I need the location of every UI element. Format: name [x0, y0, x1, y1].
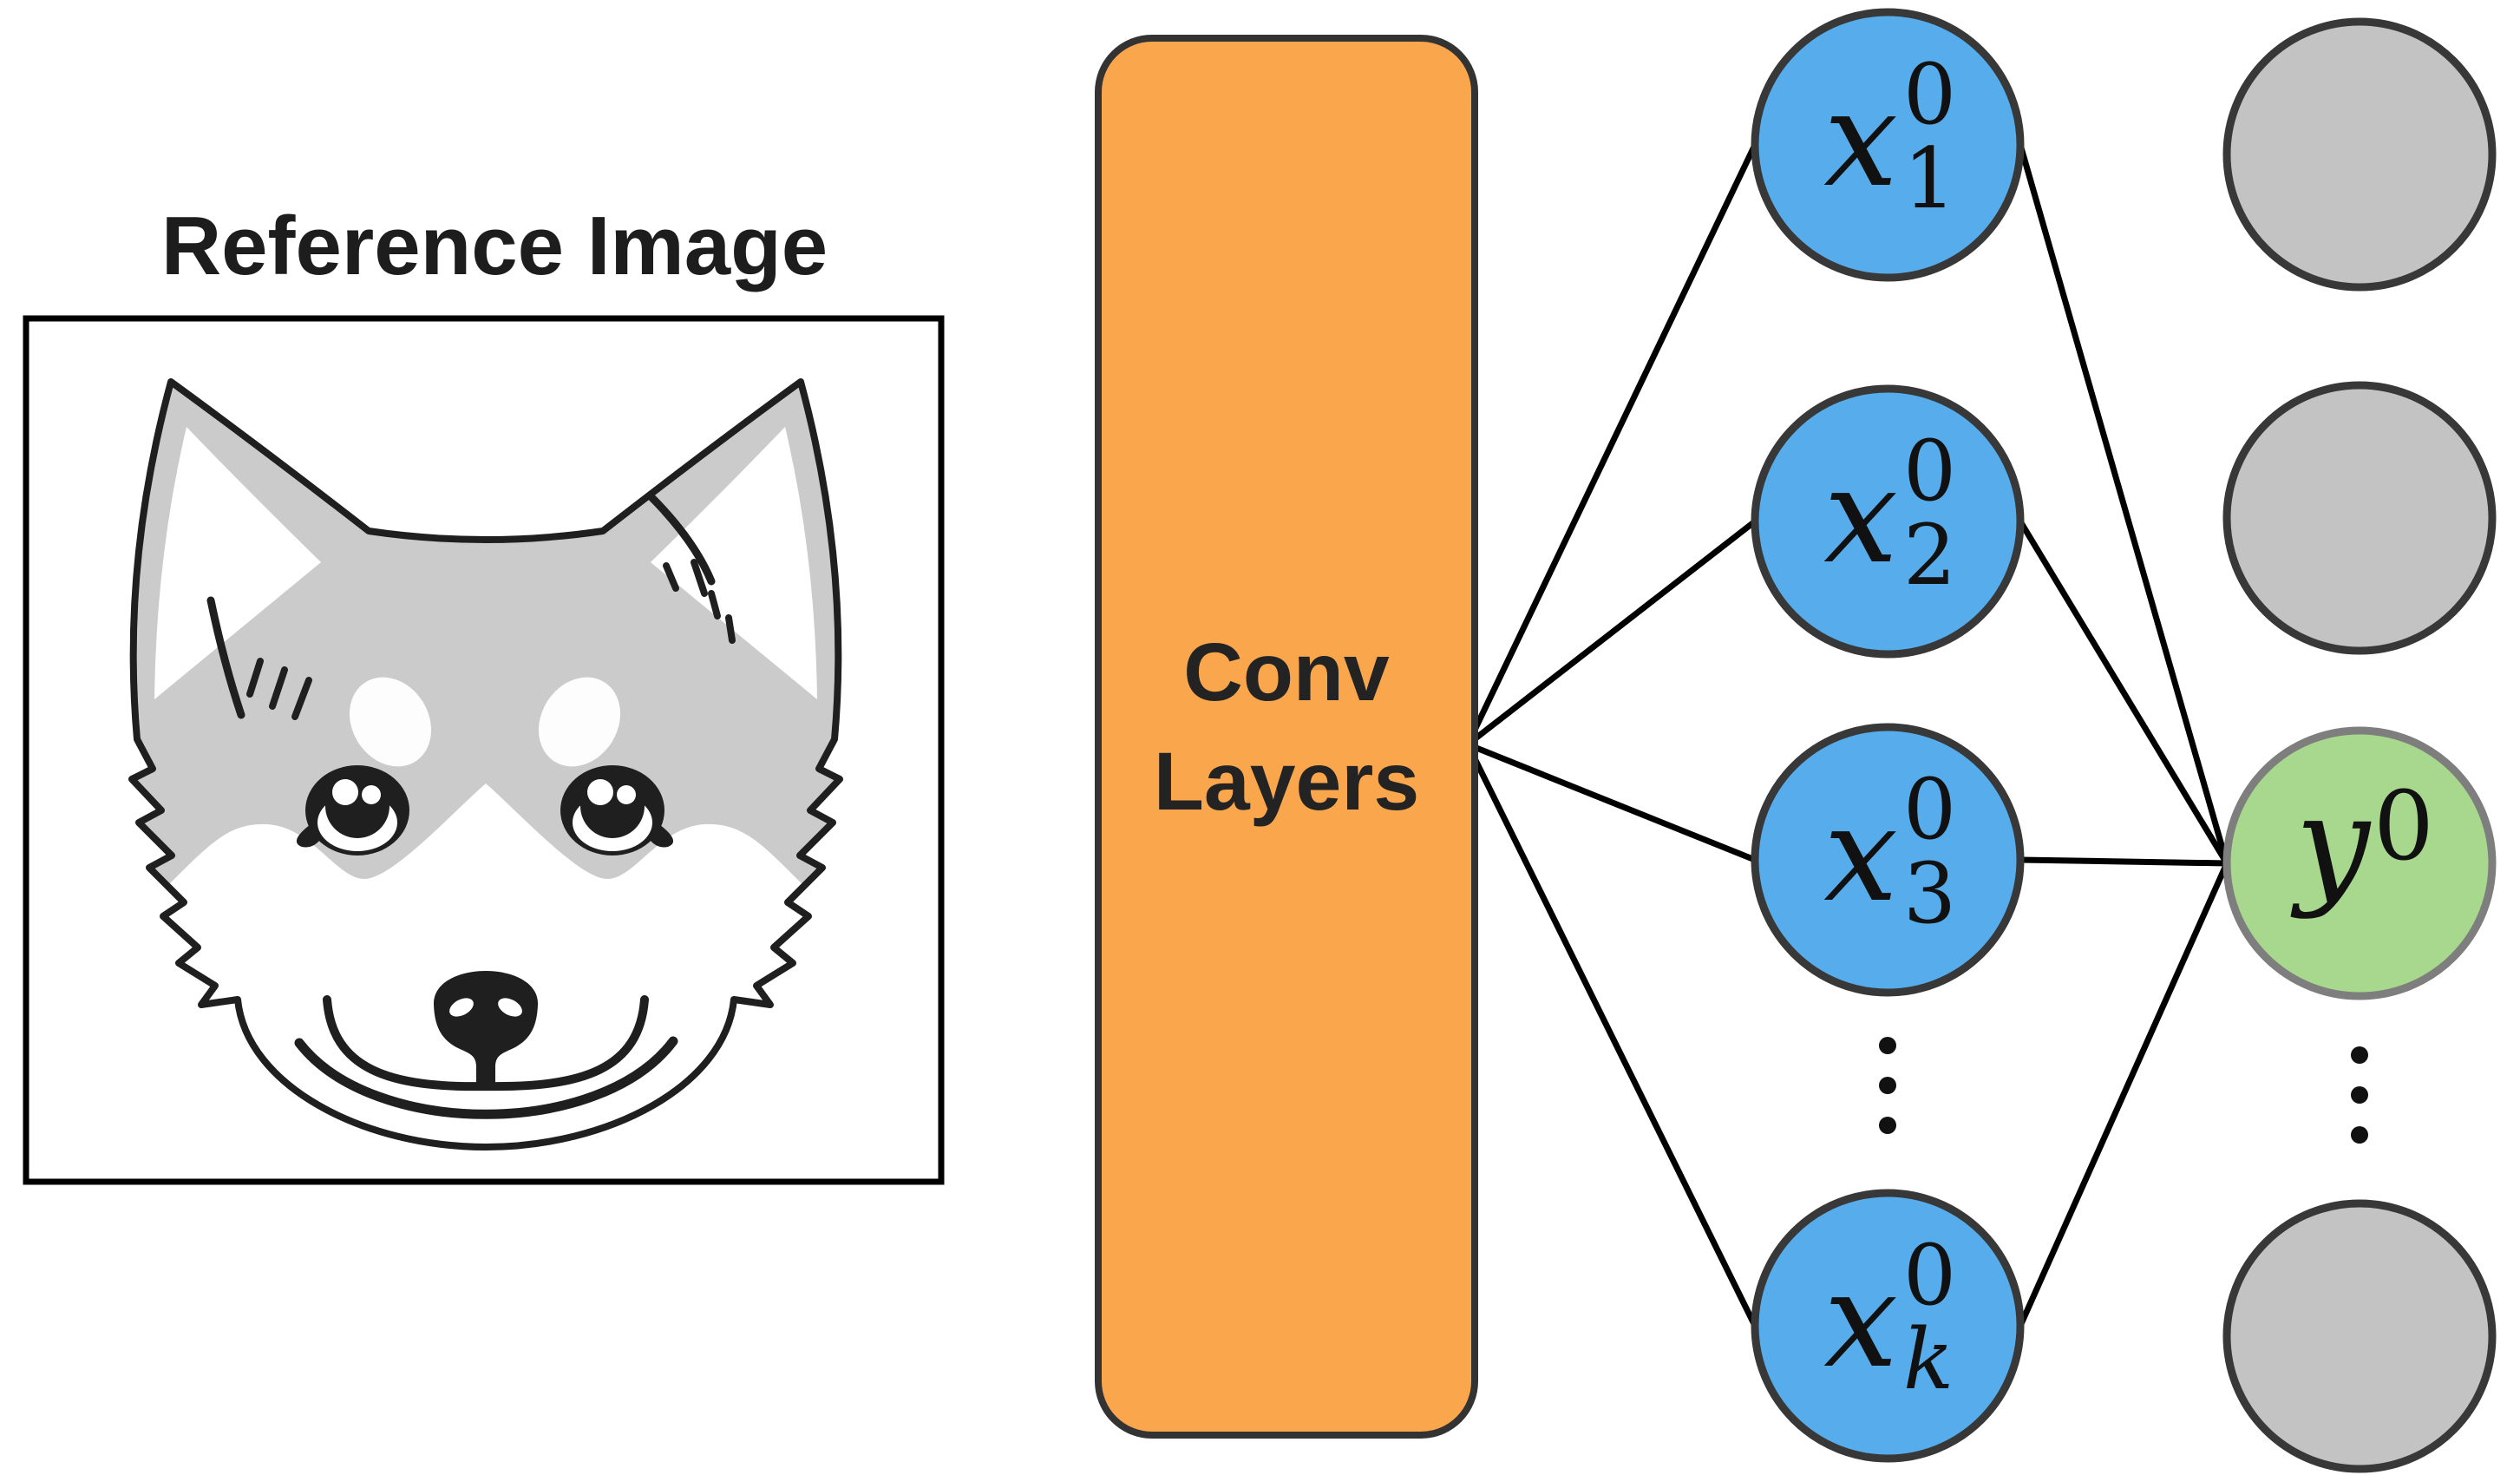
- left-eye: [296, 765, 409, 856]
- conv-layers-label-line2: Layers: [1154, 736, 1419, 828]
- node-x3-sup: 0: [1903, 761, 1956, 858]
- output-node-y0: y 0: [2222, 726, 2497, 1000]
- node-x2-base: x: [1823, 439, 1898, 593]
- dog-gray-mask: [132, 382, 840, 963]
- input-node-xk: x 0 k: [1751, 1189, 2025, 1463]
- right-ear-inner: [651, 427, 817, 699]
- node-x1-base: x: [1823, 62, 1898, 216]
- dog-mouth: [294, 995, 678, 1119]
- left-ear-inner: [154, 427, 321, 699]
- dog-illustration: [128, 378, 843, 1150]
- right-brow-spot: [538, 677, 621, 767]
- node-xk-sup: 0: [1903, 1227, 1956, 1324]
- ear-hatching: [206, 492, 736, 720]
- node-x1-sup: 0: [1903, 46, 1956, 143]
- node-x2-sub: 2: [1903, 507, 1956, 604]
- input-node-x2: x 0 2: [1751, 384, 2025, 659]
- dog-face-outline: [128, 378, 843, 1150]
- node-y0-base: y: [2290, 767, 2372, 921]
- conv-layers-label-line1: Conv: [1183, 626, 1390, 718]
- conv-layers-box: [1095, 35, 1478, 1439]
- node-x2-sup: 0: [1903, 423, 1956, 520]
- vertical-ellipsis-outputs: [2351, 1046, 2368, 1144]
- node-x3-base: x: [1823, 777, 1898, 931]
- input-node-x1: x 0 1: [1751, 8, 2025, 282]
- input-node-x3: x 0 3: [1751, 723, 2025, 997]
- vertical-ellipsis-inputs: [1879, 1037, 1896, 1134]
- inactive-node-3: [2222, 1199, 2497, 1473]
- node-xk-base: x: [1823, 1243, 1898, 1397]
- page-title: Reference Image: [161, 200, 828, 292]
- node-x1-sub: 1: [1903, 130, 1956, 227]
- node-y0-sup: 0: [2373, 770, 2434, 882]
- edges-inputs-to-output: [2017, 141, 2230, 1329]
- inactive-node-2: [2222, 381, 2497, 655]
- edges-conv-to-inputs: [1464, 141, 1758, 1329]
- node-x3-sub: 3: [1903, 845, 1956, 942]
- dog-nose: [433, 971, 539, 1089]
- node-xk-sub: k: [1903, 1311, 1954, 1408]
- left-brow-spot: [349, 677, 432, 767]
- right-eye: [560, 765, 674, 856]
- inactive-node-1: [2222, 17, 2497, 292]
